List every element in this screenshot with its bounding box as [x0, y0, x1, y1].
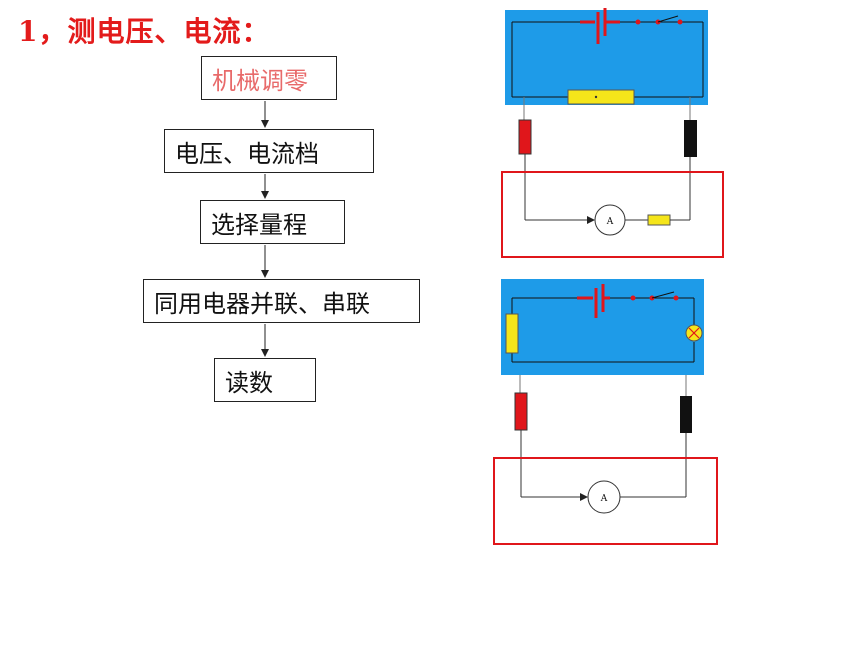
- bottom-resistor-icon: [505, 313, 519, 354]
- flow-step-connect: 同用电器并联、串联: [143, 279, 420, 323]
- bottom-battery-icon: [577, 284, 610, 318]
- bottom-meter-frame: [493, 457, 718, 545]
- top-meter-frame: [501, 171, 724, 258]
- bottom-ammeter-label: A: [600, 494, 608, 504]
- top-black-probe: [684, 120, 697, 157]
- top-resistor-icon: [567, 89, 635, 105]
- flow-step-select-mode: 电压、电流档: [164, 129, 374, 173]
- top-ammeter-label: A: [606, 217, 614, 227]
- bottom-black-probe: [680, 396, 692, 433]
- bottom-circuit: [493, 279, 718, 545]
- top-switch-icon: [635, 15, 683, 25]
- top-battery-icon: [580, 8, 620, 44]
- flow-step-select-range: 选择量程: [200, 200, 345, 244]
- top-red-probe: [518, 119, 532, 155]
- flow-step-read: 读数: [214, 358, 316, 402]
- bottom-red-probe: [514, 392, 528, 431]
- bottom-switch-icon: [630, 291, 679, 301]
- top-meter-resistor-icon: [647, 214, 671, 226]
- flow-step-zero-adjust: 机械调零: [201, 56, 337, 100]
- top-circuit: [501, 8, 724, 258]
- bulb-icon: [685, 324, 703, 342]
- page-title: 1，测电压、电流：: [18, 15, 271, 48]
